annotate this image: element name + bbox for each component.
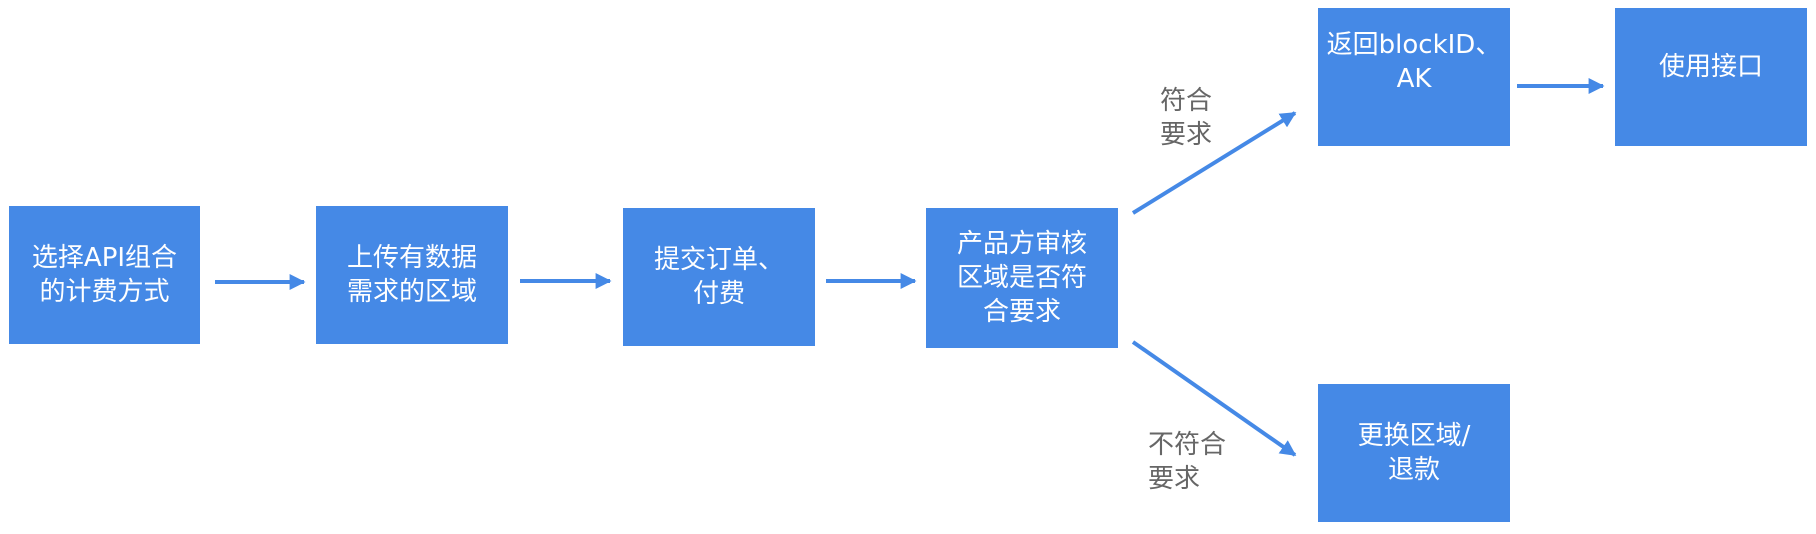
node-return-keys: 返回blockID、 AK [1318, 8, 1510, 146]
node-upload-region: 上传有数据 需求的区域 [316, 206, 508, 344]
node-select-api: 选择API组合 的计费方式 [9, 206, 200, 344]
arrow-review-to-change [1131, 340, 1297, 457]
node-use-api: 使用接口 [1615, 8, 1807, 146]
node-review-region: 产品方审核 区域是否符 合要求 [926, 208, 1118, 348]
node-submit-order: 提交订单、 付费 [623, 208, 815, 346]
node-change-region: 更换区域/ 退款 [1318, 384, 1510, 522]
arrow-review-to-return [1131, 111, 1297, 215]
edge-label-meets-requirements: 符合 要求 [1160, 86, 1213, 150]
edge-label-fails-requirements: 不符合 要求 [1148, 430, 1227, 494]
